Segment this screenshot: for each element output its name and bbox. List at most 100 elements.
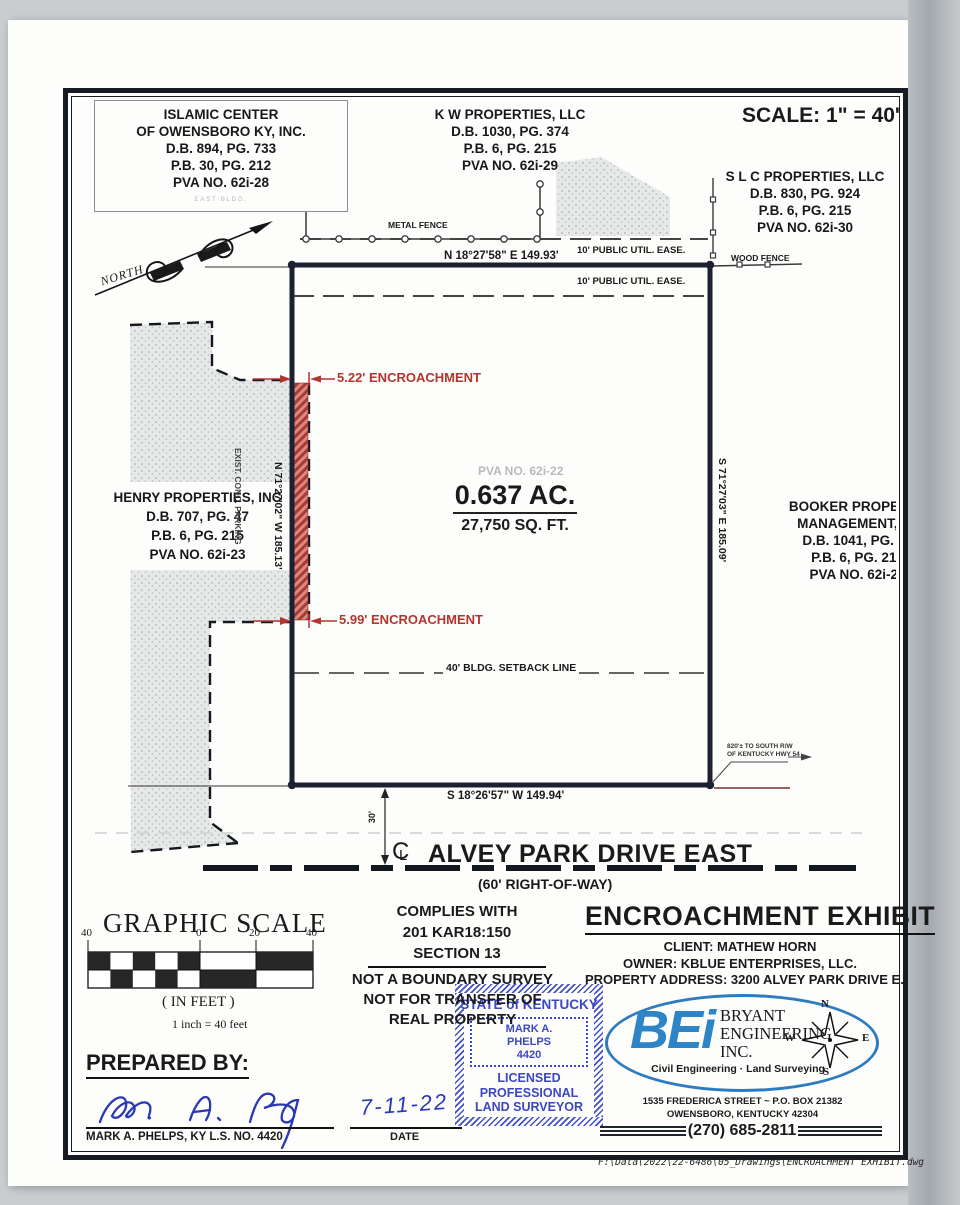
parcel-line: D.B. 1030, PG. 374 xyxy=(451,124,569,139)
encroachment-bottom-label: 5.99' ENCROACHMENT xyxy=(339,612,483,627)
bei-logo-text: BEi xyxy=(630,1000,716,1060)
file-path: F:\Data\2022\22-6486\05_Drawings\ENCROAC… xyxy=(598,1157,925,1168)
compass-e-label: E xyxy=(862,1032,870,1044)
address-line: PROPERTY ADDRESS: 3200 ALVEY PARK DRIVE … xyxy=(585,972,904,987)
exist-parking-label: EXIST. CONC. PARKING xyxy=(233,448,243,545)
slc-parcel-label: S L C PROPERTIES, LLC D.B. 830, PG. 924 … xyxy=(725,168,885,236)
area-acres: 0.637 AC. xyxy=(452,480,578,514)
street-dimension xyxy=(381,788,389,865)
stamp-title: LICENSED PROFESSIONAL LAND SURVEYOR xyxy=(455,1071,603,1115)
wood-fence-line xyxy=(711,178,803,267)
parcel-line: D.B. 830, PG. 924 xyxy=(749,186,861,201)
graphic-scale-title: GRAPHIC SCALE xyxy=(103,908,327,938)
compass-n-label: N xyxy=(821,998,829,1010)
compliance-line: COMPLIES WITH xyxy=(396,903,518,920)
stamp-border-right xyxy=(594,993,603,1117)
phone-rule-left xyxy=(600,1126,686,1136)
street-name: ALVEY PARK DRIVE EAST xyxy=(428,840,753,868)
stamp-name-box: MARK A. PHELPS 4420 xyxy=(470,1017,588,1067)
centerline-c: C xyxy=(392,838,410,865)
area-sqft: 27,750 SQ. FT. xyxy=(461,517,569,534)
compliance-line: 201 KAR18:150 xyxy=(402,924,512,941)
parcel-line: P.B. 6, PG. 215 xyxy=(811,550,896,565)
scale-tick-40r: 40 xyxy=(306,927,317,939)
henry-parcel-label: HENRY PROPERTIES, INC D.B. 707, PG. 47 P… xyxy=(95,488,300,564)
bearing-south: S 18°26'57" W 149.94' xyxy=(447,790,565,802)
property-boundary xyxy=(289,262,713,788)
stamp-border-bottom xyxy=(455,1117,603,1126)
parcel-line: PVA NO. 62i-23 xyxy=(149,547,246,562)
stamp-state: STATE of KENTUCKY xyxy=(460,997,598,1012)
surveyor-name: MARK A. PHELPS, KY L.S. NO. 4420 xyxy=(86,1131,283,1143)
bearing-west: N 71°27'02" W 185.13' xyxy=(272,462,284,570)
firm-address-1: 1535 FREDERICA STREET ~ P.O. BOX 21382 xyxy=(642,1096,843,1107)
prepared-by-heading-wrap: PREPARED BY: xyxy=(86,1050,249,1079)
drawing-border-inner xyxy=(71,96,900,1152)
owner-line: OWNER: KBLUE ENTERPRISES, LLC. xyxy=(622,955,857,971)
east-bldg-label: EAST BLDG. xyxy=(194,196,248,203)
parcel-line: K W PROPERTIES, LLC xyxy=(434,107,586,122)
encroachment-top-label: 5.22' ENCROACHMENT xyxy=(337,370,481,385)
parcel-line: D.B. 707, PG. 47 xyxy=(146,509,249,524)
hwy-note-line: 820'± TO SOUTH R/W xyxy=(727,743,793,750)
firm-name-line: ENGINEERING xyxy=(720,1024,832,1043)
disclaimer-note: NOT A BOUNDARY SURVEY NOT FOR TRANSFER O… xyxy=(350,970,555,1030)
scale-tick-20: 20 xyxy=(249,927,260,939)
sheet-title: ENCROACHMENT EXHIBIT xyxy=(585,901,936,935)
compass-w-label: W xyxy=(784,1032,795,1044)
parcel-line: PVA NO. 62i-29 xyxy=(461,158,559,173)
easement-label-2: 10' PUBLIC UTIL. EASE. xyxy=(577,276,686,287)
disclaimer-line: REAL PROPERTY xyxy=(388,1011,517,1028)
kw-parcel-label: K W PROPERTIES, LLC D.B. 1030, PG. 374 P… xyxy=(420,106,600,174)
scale-units: ( IN FEET ) xyxy=(162,994,235,1010)
phone-rule-right xyxy=(798,1126,882,1136)
signature-line xyxy=(86,1127,334,1129)
prepared-by-heading: PREPARED BY: xyxy=(86,1050,249,1079)
hwy-note: 820'± TO SOUTH R/W OF KENTUCKY HWY 54 xyxy=(727,743,800,759)
bei-logo-ellipse: BEi BRYANT ENGINEERING INC. Civil Engine… xyxy=(605,994,879,1092)
parcel-line: D.B. 894, PG. 733 xyxy=(165,141,277,156)
surveyor-stamp: STATE of KENTUCKY MARK A. PHELPS 4420 LI… xyxy=(455,984,603,1126)
drawing-border xyxy=(63,88,908,1160)
centerline-l: L xyxy=(399,847,408,864)
gravel-stipple-area xyxy=(556,157,670,236)
disclaimer-line: NOT FOR TRANSFER OF xyxy=(363,991,542,1008)
easement-label-1: 10' PUBLIC UTIL. EASE. xyxy=(577,245,686,256)
firm-name: BRYANT ENGINEERING INC. xyxy=(720,1007,832,1061)
booker-parcel-label: BOOKER PROPERTY MANAGEMENT, LL D.B. 1041… xyxy=(770,498,896,590)
disclaimer-line: NOT A BOUNDARY SURVEY xyxy=(351,971,554,988)
compass-s-label: S xyxy=(823,1066,830,1078)
setback-label: 40' BLDG. SETBACK LINE xyxy=(443,662,580,674)
bearing-north: N 18°27'58" E 149.93' xyxy=(444,250,559,262)
hwy-note-line: OF KENTUCKY HWY 54 xyxy=(727,751,800,758)
wood-fence-posts xyxy=(709,196,771,268)
label-backing xyxy=(84,482,306,570)
parcel-line: PVA NO. 62i-30 xyxy=(756,220,854,235)
parcel-line: S L C PROPERTIES, LLC xyxy=(725,169,885,184)
parcel-line: HENRY PROPERTIES, INC xyxy=(113,490,282,505)
date-label: DATE xyxy=(390,1131,420,1143)
encroachment-dim-bottom xyxy=(253,614,337,628)
scale-tick-40l: 40 xyxy=(81,927,92,939)
compliance-note: COMPLIES WITH 201 KAR18:150 SECTION 13 xyxy=(368,901,546,964)
street-row-label: (60' RIGHT-OF-WAY) xyxy=(478,876,613,892)
graphic-scale-bar xyxy=(87,940,314,989)
subject-pva-label: PVA NO. 62i-22 xyxy=(478,464,564,478)
stamp-name-line: PHELPS xyxy=(506,1036,551,1048)
parcel-line: P.B. 30, PG. 212 xyxy=(170,158,272,173)
area-label: 0.637 AC. 27,750 SQ. FT. xyxy=(445,480,585,535)
firm-address-2: OWENSBORO, KENTUCKY 42304 xyxy=(666,1109,819,1120)
stamp-name-line: MARK A. xyxy=(505,1023,553,1035)
compliance-underline xyxy=(368,966,546,968)
stamp-border-left xyxy=(455,993,464,1117)
bearing-east: S 71°27'03" E 185.09' xyxy=(716,458,728,563)
parcel-line: P.B. 6, PG. 215 xyxy=(758,203,852,218)
street-offset-dim: 30' xyxy=(367,810,378,824)
firm-name-line: BRYANT xyxy=(720,1006,786,1025)
stamp-border-top xyxy=(455,984,603,993)
parcel-line: D.B. 1041, PG. 31 xyxy=(802,533,896,548)
firm-phone: (270) 685-2811 xyxy=(687,1122,797,1139)
parking-boundary-dashed xyxy=(129,320,311,854)
scale-ratio: 1 inch = 40 feet xyxy=(172,1017,248,1031)
